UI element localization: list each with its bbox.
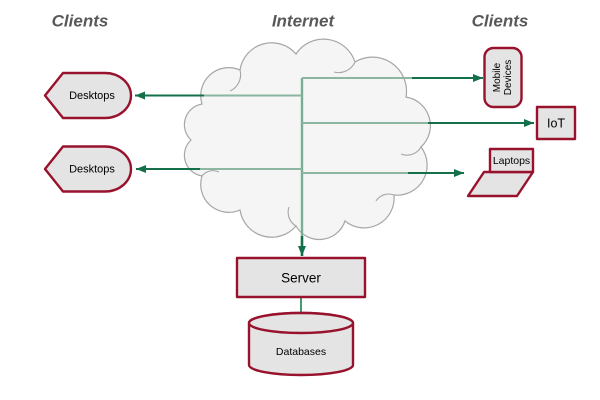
cloud-curl-decoration [201,61,422,227]
desktops-bottom-label: Desktops [69,164,115,176]
node-mobile-devices[interactable]: Mobile Devices [483,46,523,109]
server-shape [235,256,367,299]
node-desktops-bottom[interactable]: Desktops [43,145,133,193]
node-laptops[interactable]: Laptops [466,147,535,198]
iot-label: IoT [547,117,565,131]
databases-label: Databases [276,346,326,358]
iot-shape [535,105,577,141]
mobile-devices-label-line2: Devices [503,60,514,96]
desktops-top-shape [43,71,133,120]
node-server[interactable]: Server [235,256,367,299]
laptops-screen-shape [488,147,535,174]
connector-arrows [135,74,534,313]
mobile-devices-shape [483,46,523,109]
server-label: Server [281,271,321,286]
node-iot[interactable]: IoT [535,105,577,141]
laptops-base-shape [466,170,535,198]
mobile-devices-label-line1: Mobile [492,62,503,92]
node-databases[interactable]: Databases [247,311,355,377]
cloud-shape [183,38,431,241]
desktops-top-label: Desktops [69,90,115,102]
internet-cloud-node[interactable] [183,38,431,241]
desktops-bottom-shape [43,145,133,193]
node-desktops-top[interactable]: Desktops [43,71,133,120]
zone-title-clients-left: Clients [52,12,109,31]
zone-title-internet: Internet [272,12,336,31]
connector-light-segments [200,77,428,236]
databases-top-ellipse [247,311,355,335]
laptops-label: Laptops [493,155,530,167]
zone-title-clients-right: Clients [472,12,529,31]
